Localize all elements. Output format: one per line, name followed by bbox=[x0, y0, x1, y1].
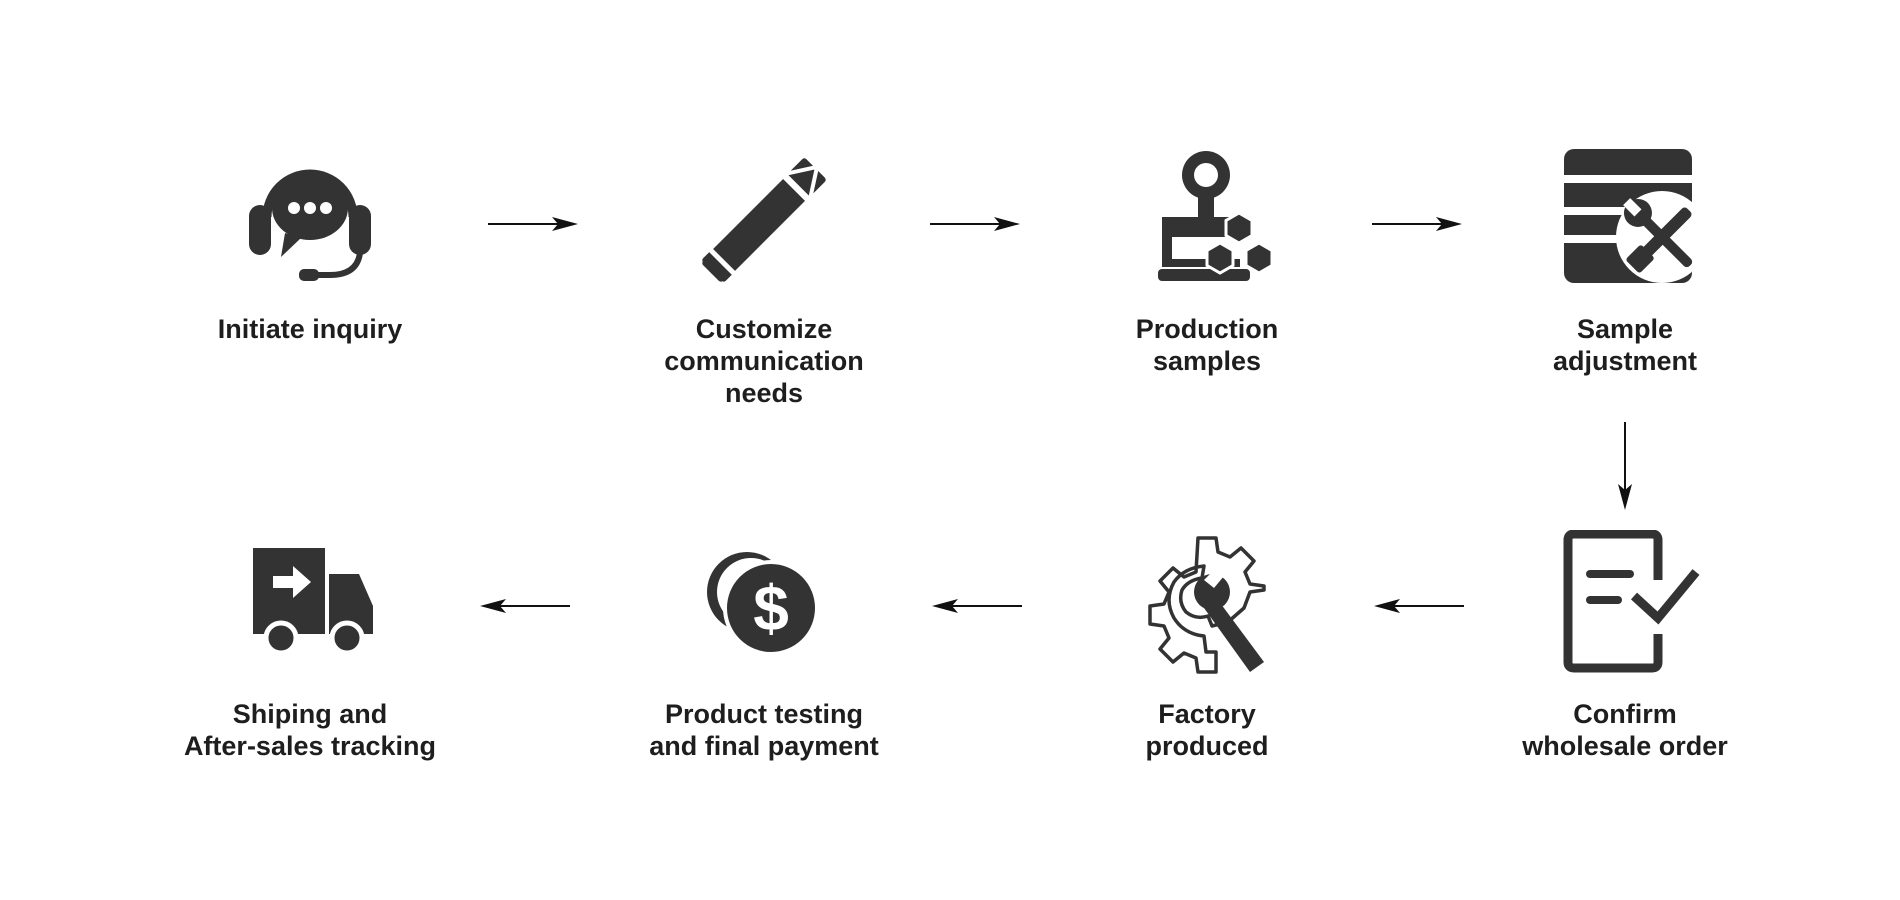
step-product-testing-payment: $ Product testing and final payment bbox=[614, 530, 914, 762]
arrow-down bbox=[1618, 422, 1632, 510]
arrow-right bbox=[488, 217, 578, 231]
ruler-pencil-icon bbox=[702, 158, 826, 282]
sample-production-icon bbox=[1158, 151, 1274, 281]
order-checklist-icon bbox=[1563, 530, 1700, 673]
step-sample-adjustment: Sample adjustment bbox=[1475, 145, 1775, 377]
step-label: Customize communication needs bbox=[664, 314, 864, 408]
arrow-right bbox=[1372, 217, 1462, 231]
delivery-truck-icon bbox=[253, 548, 373, 656]
step-production-samples: Production samples bbox=[1057, 145, 1357, 377]
svg-text:$: $ bbox=[753, 572, 789, 644]
step-customize-communication: Customize communication needs bbox=[614, 145, 914, 409]
dollar-coins-icon: $ bbox=[707, 552, 819, 656]
headset-chat-icon bbox=[249, 169, 371, 281]
arrow-left bbox=[932, 599, 1022, 613]
arrow-right bbox=[930, 217, 1020, 231]
gear-wrench-icon bbox=[1148, 536, 1266, 674]
step-label: Factory produced bbox=[1145, 699, 1269, 761]
step-label: Product testing and final payment bbox=[649, 699, 879, 761]
arrow-left bbox=[480, 599, 570, 613]
step-label: Sample adjustment bbox=[1552, 314, 1698, 376]
step-label: Shiping and After-sales tracking bbox=[183, 699, 437, 761]
step-label: Production samples bbox=[1135, 314, 1279, 376]
step-label: Confirm wholesale order bbox=[1522, 699, 1728, 761]
step-label: Initiate inquiry bbox=[217, 314, 403, 344]
step-initiate-inquiry: Initiate inquiry bbox=[160, 145, 460, 345]
arrow-left bbox=[1374, 599, 1464, 613]
step-confirm-wholesale-order: Confirm wholesale order bbox=[1475, 530, 1775, 762]
tools-adjustment-icon bbox=[1564, 149, 1700, 283]
step-shipping-tracking: Shiping and After-sales tracking bbox=[160, 530, 460, 762]
step-factory-produced: Factory produced bbox=[1057, 530, 1357, 762]
